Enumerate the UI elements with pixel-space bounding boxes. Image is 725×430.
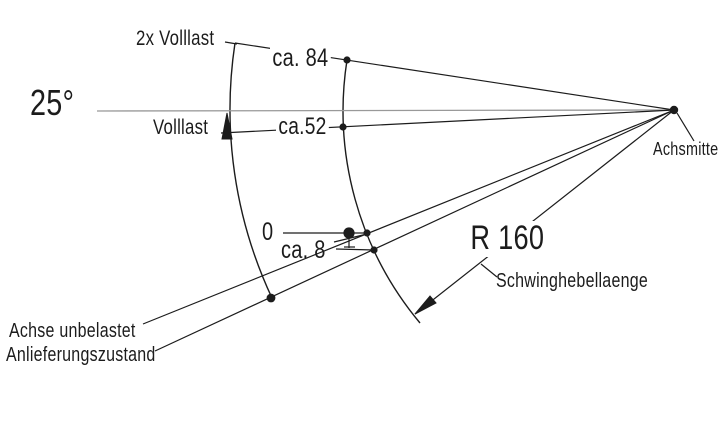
dot-ca84 [343,56,351,64]
leader-2x-volllast [224,41,238,45]
schwinghebellaenge-label: Schwinghebellaenge [496,270,648,292]
arc-travel-r160 [342,59,421,324]
zero-position-label: 0 [262,218,274,246]
centerline-25deg [96,109,675,112]
leader-ca8-lower [335,248,375,251]
arc-travel-outer [229,42,273,299]
dot-ca52 [339,123,347,131]
line-r160-radius [414,109,675,315]
ca8-measurement-label: ca. 8 [281,236,326,264]
dot-zero-arc [363,229,371,237]
angle-25deg-label: 25° [30,82,75,123]
achsmitte-label: Achsmitte [653,139,719,159]
dot-anlieferung-arc [370,246,378,254]
line-anlieferungszustand [154,109,675,352]
ca52-measurement-label: ca.52 [276,114,329,139]
leader-achsmitte [676,112,695,142]
radius-r160-label: R 160 [468,220,547,257]
dot-anlieferung-outer-arc [266,293,276,303]
arrowhead-r160 [414,295,437,315]
leader-schwinghebellaenge [480,263,498,278]
achse-unbelastet-label: Achse unbelastet [9,320,136,342]
anlieferungszustand-label: Anlieferungszustand [6,344,156,366]
arrowhead-volllast [221,112,233,140]
dot-achsmitte [669,105,679,115]
dot-zero-marker [343,227,355,239]
ca84-measurement-label: ca. 84 [270,45,331,71]
volllast-label: Volllast [153,116,209,139]
line-achse-unbelastet [142,109,675,325]
two-x-volllast-label: 2x Volllast [136,27,215,50]
